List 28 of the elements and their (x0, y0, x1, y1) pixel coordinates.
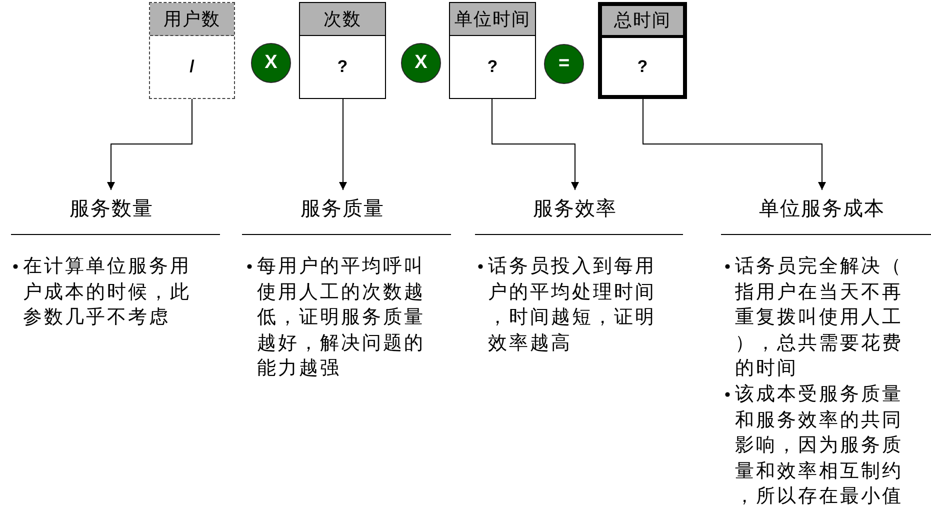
column-heading: 服务效率 (475, 190, 683, 235)
box-header: 总时间 (602, 6, 683, 38)
value-text: / (190, 57, 194, 77)
value-text: ? (487, 57, 498, 77)
box-header: 次数 (300, 3, 385, 36)
column-heading: 服务数量 (11, 190, 220, 235)
operator-circle: X (401, 43, 441, 83)
operator-circle: X (251, 43, 291, 83)
bullet-text: 在计算单位服务用户成本的时候，此参数几乎不考虑 (23, 255, 192, 330)
arrow (642, 98, 826, 190)
value-text: ? (337, 57, 348, 77)
column-heading: 单位服务成本 (721, 190, 931, 235)
bullet-text: 话务员投入到每用户的平均处理时间，时间越短，证明效率越高 (488, 255, 657, 356)
formula-box (449, 2, 536, 99)
bullet-text: 每用户的平均呼叫使用人工的次数越低，证明服务质量越好，解决问题的能力越强 (257, 255, 426, 381)
bullet-text: 该成本受服务质量和服务效率的共同影响，因为服务质量和效率相互制约，所以存在最小值 (735, 383, 904, 509)
box-header: 单位时间 (450, 3, 535, 36)
formula-box (598, 2, 687, 99)
operator-circle: = (544, 44, 584, 84)
box-header: 用户数 (150, 3, 234, 36)
arrow (339, 98, 347, 190)
value-text: ? (637, 56, 648, 76)
arrow (107, 98, 192, 190)
formula-box (149, 2, 235, 99)
formula-box (299, 2, 386, 99)
arrow (492, 98, 579, 190)
column-heading: 服务质量 (242, 190, 451, 235)
bullet-text: 话务员完全解决（指用户在当天不再重复拨叫使用人工），总共需要花费的时间 (735, 255, 904, 381)
